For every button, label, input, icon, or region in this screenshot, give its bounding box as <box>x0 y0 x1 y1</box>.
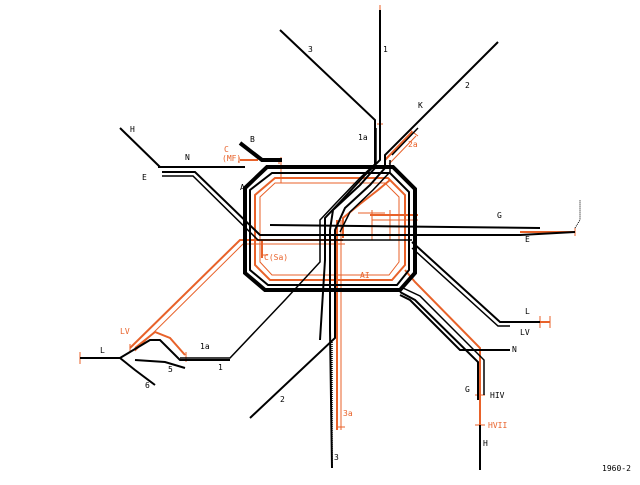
label-line-1-top: 1 <box>383 45 388 54</box>
map-labels: 3 1 2 K 1a 2a H B C (MF) N E A G E C(Sa)… <box>100 45 631 473</box>
label-hvii: HVII <box>488 421 507 430</box>
label-e-right: E <box>525 235 530 244</box>
line-e-west-2 <box>162 175 412 241</box>
line-3-north <box>279 29 376 469</box>
label-h-bottom: H <box>483 439 488 448</box>
label-e-left: E <box>142 173 147 182</box>
line-2a-planned <box>384 131 413 161</box>
label-lv-right: LV <box>520 328 530 337</box>
line-g-south <box>399 291 479 400</box>
ring-a-outer <box>243 165 417 292</box>
label-line-1a-top: 1a <box>358 133 368 142</box>
label-ai: AI <box>360 271 370 280</box>
label-c-sa: C(Sa) <box>264 253 288 262</box>
label-line-1-bottom: 1 <box>218 363 223 372</box>
line-g-east <box>269 224 541 229</box>
label-line-2-top: 2 <box>465 81 470 90</box>
ring-a-inner <box>249 172 410 286</box>
line-5-planned <box>134 330 186 356</box>
label-line-3-top: 3 <box>308 45 313 54</box>
label-hiv: HIV <box>490 391 505 400</box>
line-dotted-east <box>574 200 581 229</box>
label-line-5: 5 <box>168 365 173 374</box>
label-a: A <box>240 183 245 192</box>
line-2-parallel <box>339 160 391 233</box>
label-c-mf-sub: (MF) <box>222 154 241 163</box>
line-lv-planned-2 <box>134 243 345 352</box>
line-e-east <box>412 231 576 236</box>
line-5 <box>134 359 186 369</box>
label-g-right: G <box>497 211 502 220</box>
line-lv-east <box>411 247 510 327</box>
label-line-6: 6 <box>145 381 150 390</box>
label-line-2-bottom: 2 <box>280 395 285 404</box>
line-h-northwest <box>119 127 161 168</box>
line-1-north-2 <box>180 128 377 359</box>
line-k <box>391 127 419 156</box>
label-c-mf: C <box>224 145 229 154</box>
line-e-west <box>162 171 500 236</box>
label-h-top: H <box>130 125 135 134</box>
label-lv-left: LV <box>120 327 130 336</box>
line-6 <box>119 357 156 386</box>
label-year: 1960-2 <box>602 464 631 473</box>
label-l-right: L <box>525 307 530 316</box>
label-line-3-bottom: 3 <box>334 453 339 462</box>
line-b <box>238 141 282 162</box>
existing-lines <box>80 10 581 470</box>
line-2-northeast <box>249 41 499 419</box>
label-line-3a: 3a <box>343 409 353 418</box>
label-b: B <box>250 135 255 144</box>
ring-ai-planned <box>254 177 406 281</box>
label-n-bottom: N <box>512 345 517 354</box>
line-2a-planned-2 <box>388 135 417 165</box>
line-n-southeast <box>399 294 510 351</box>
ring-ai-inner <box>259 182 400 276</box>
label-line-2a: 2a <box>408 140 418 149</box>
label-n-top: N <box>185 153 190 162</box>
label-k: K <box>418 101 423 110</box>
line-l-east <box>411 241 540 323</box>
line-l-west <box>80 339 230 361</box>
label-g-bottom: G <box>465 385 470 394</box>
line-1-north <box>319 10 381 341</box>
line-g-south-2 <box>402 287 485 395</box>
line-lv-planned <box>129 239 343 349</box>
label-l-left: L <box>100 346 105 355</box>
label-line-1a-bottom: 1a <box>200 342 210 351</box>
